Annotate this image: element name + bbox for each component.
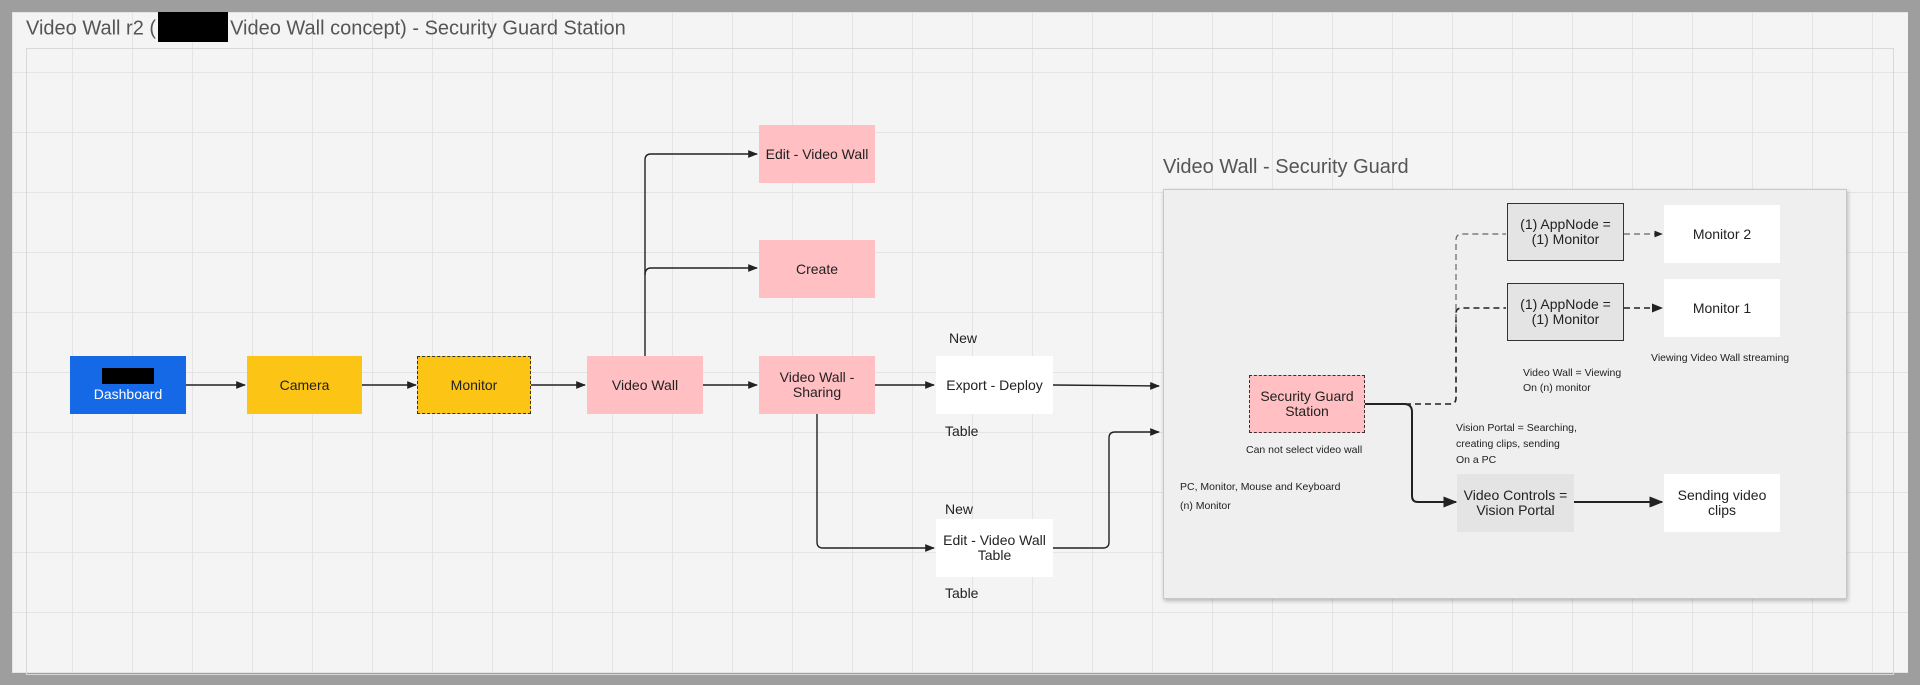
monitor-node[interactable]: Monitor [417, 356, 531, 414]
monitor-2-node[interactable]: Monitor 2 [1664, 205, 1780, 263]
edge-station-videocontrols [1365, 403, 1458, 508]
n-monitor-note: (n) Monitor [1180, 500, 1231, 512]
export-deploy-node[interactable]: Export - Deploy [936, 356, 1053, 414]
portal-note-line1: Vision Portal = Searching, [1456, 422, 1577, 434]
edit-table-label: Table [945, 585, 979, 601]
station-note: Can not select video wall [1246, 444, 1363, 456]
portal-note-line3: On a PC [1456, 454, 1497, 466]
appnode-2-node[interactable]: (1) AppNode = (1) Monitor [1507, 283, 1624, 341]
edge-videowall-edit [644, 150, 758, 356]
monitor-1-node[interactable]: Monitor 1 [1664, 279, 1780, 337]
security-section-title: Video Wall - Security Guard [1163, 156, 1409, 178]
edit-video-wall-node[interactable]: Edit - Video Wall [759, 125, 875, 183]
edge-station-appnode1 [1455, 233, 1506, 330]
viewing-note-line2: On (n) monitor [1523, 382, 1591, 394]
streaming-note: Viewing Video Wall streaming [1651, 352, 1790, 364]
appnode-1-node[interactable]: (1) AppNode = (1) Monitor [1507, 203, 1624, 261]
edge-station-appnode2 [1365, 307, 1506, 405]
edge-edittable-panel [1053, 428, 1160, 549]
sending-video-clips-node[interactable]: Sending video clips [1664, 474, 1780, 532]
redaction-block [102, 368, 154, 384]
create-node[interactable]: Create [759, 240, 875, 298]
edge-videowall-create [644, 264, 758, 276]
diagram-frame [26, 48, 1894, 675]
edge-sharing-edittable [816, 414, 935, 552]
board-title: Video Wall r2 (Video Wall concept) - Sec… [26, 12, 626, 44]
video-wall-node[interactable]: Video Wall [587, 356, 703, 414]
edge-export-panel [1052, 381, 1160, 390]
redaction-block [158, 12, 229, 42]
export-new-label: New [949, 330, 978, 346]
viewing-note-line1: Video Wall = Viewing [1523, 367, 1622, 379]
dashboard-node[interactable]: Dashboard [70, 356, 186, 414]
security-guard-station-node[interactable]: Security Guard Station [1249, 375, 1365, 433]
export-table-label: Table [945, 423, 979, 439]
video-wall-sharing-node[interactable]: Video Wall - Sharing [759, 356, 875, 414]
edit-video-wall-table-node[interactable]: Edit - Video Wall Table [936, 519, 1053, 577]
pc-note: PC, Monitor, Mouse and Keyboard [1180, 481, 1341, 493]
portal-note-line2: creating clips, sending [1456, 438, 1560, 450]
camera-node[interactable]: Camera [247, 356, 362, 414]
video-controls-node[interactable]: Video Controls = Vision Portal [1457, 474, 1574, 532]
edit-new-label: New [945, 501, 974, 517]
